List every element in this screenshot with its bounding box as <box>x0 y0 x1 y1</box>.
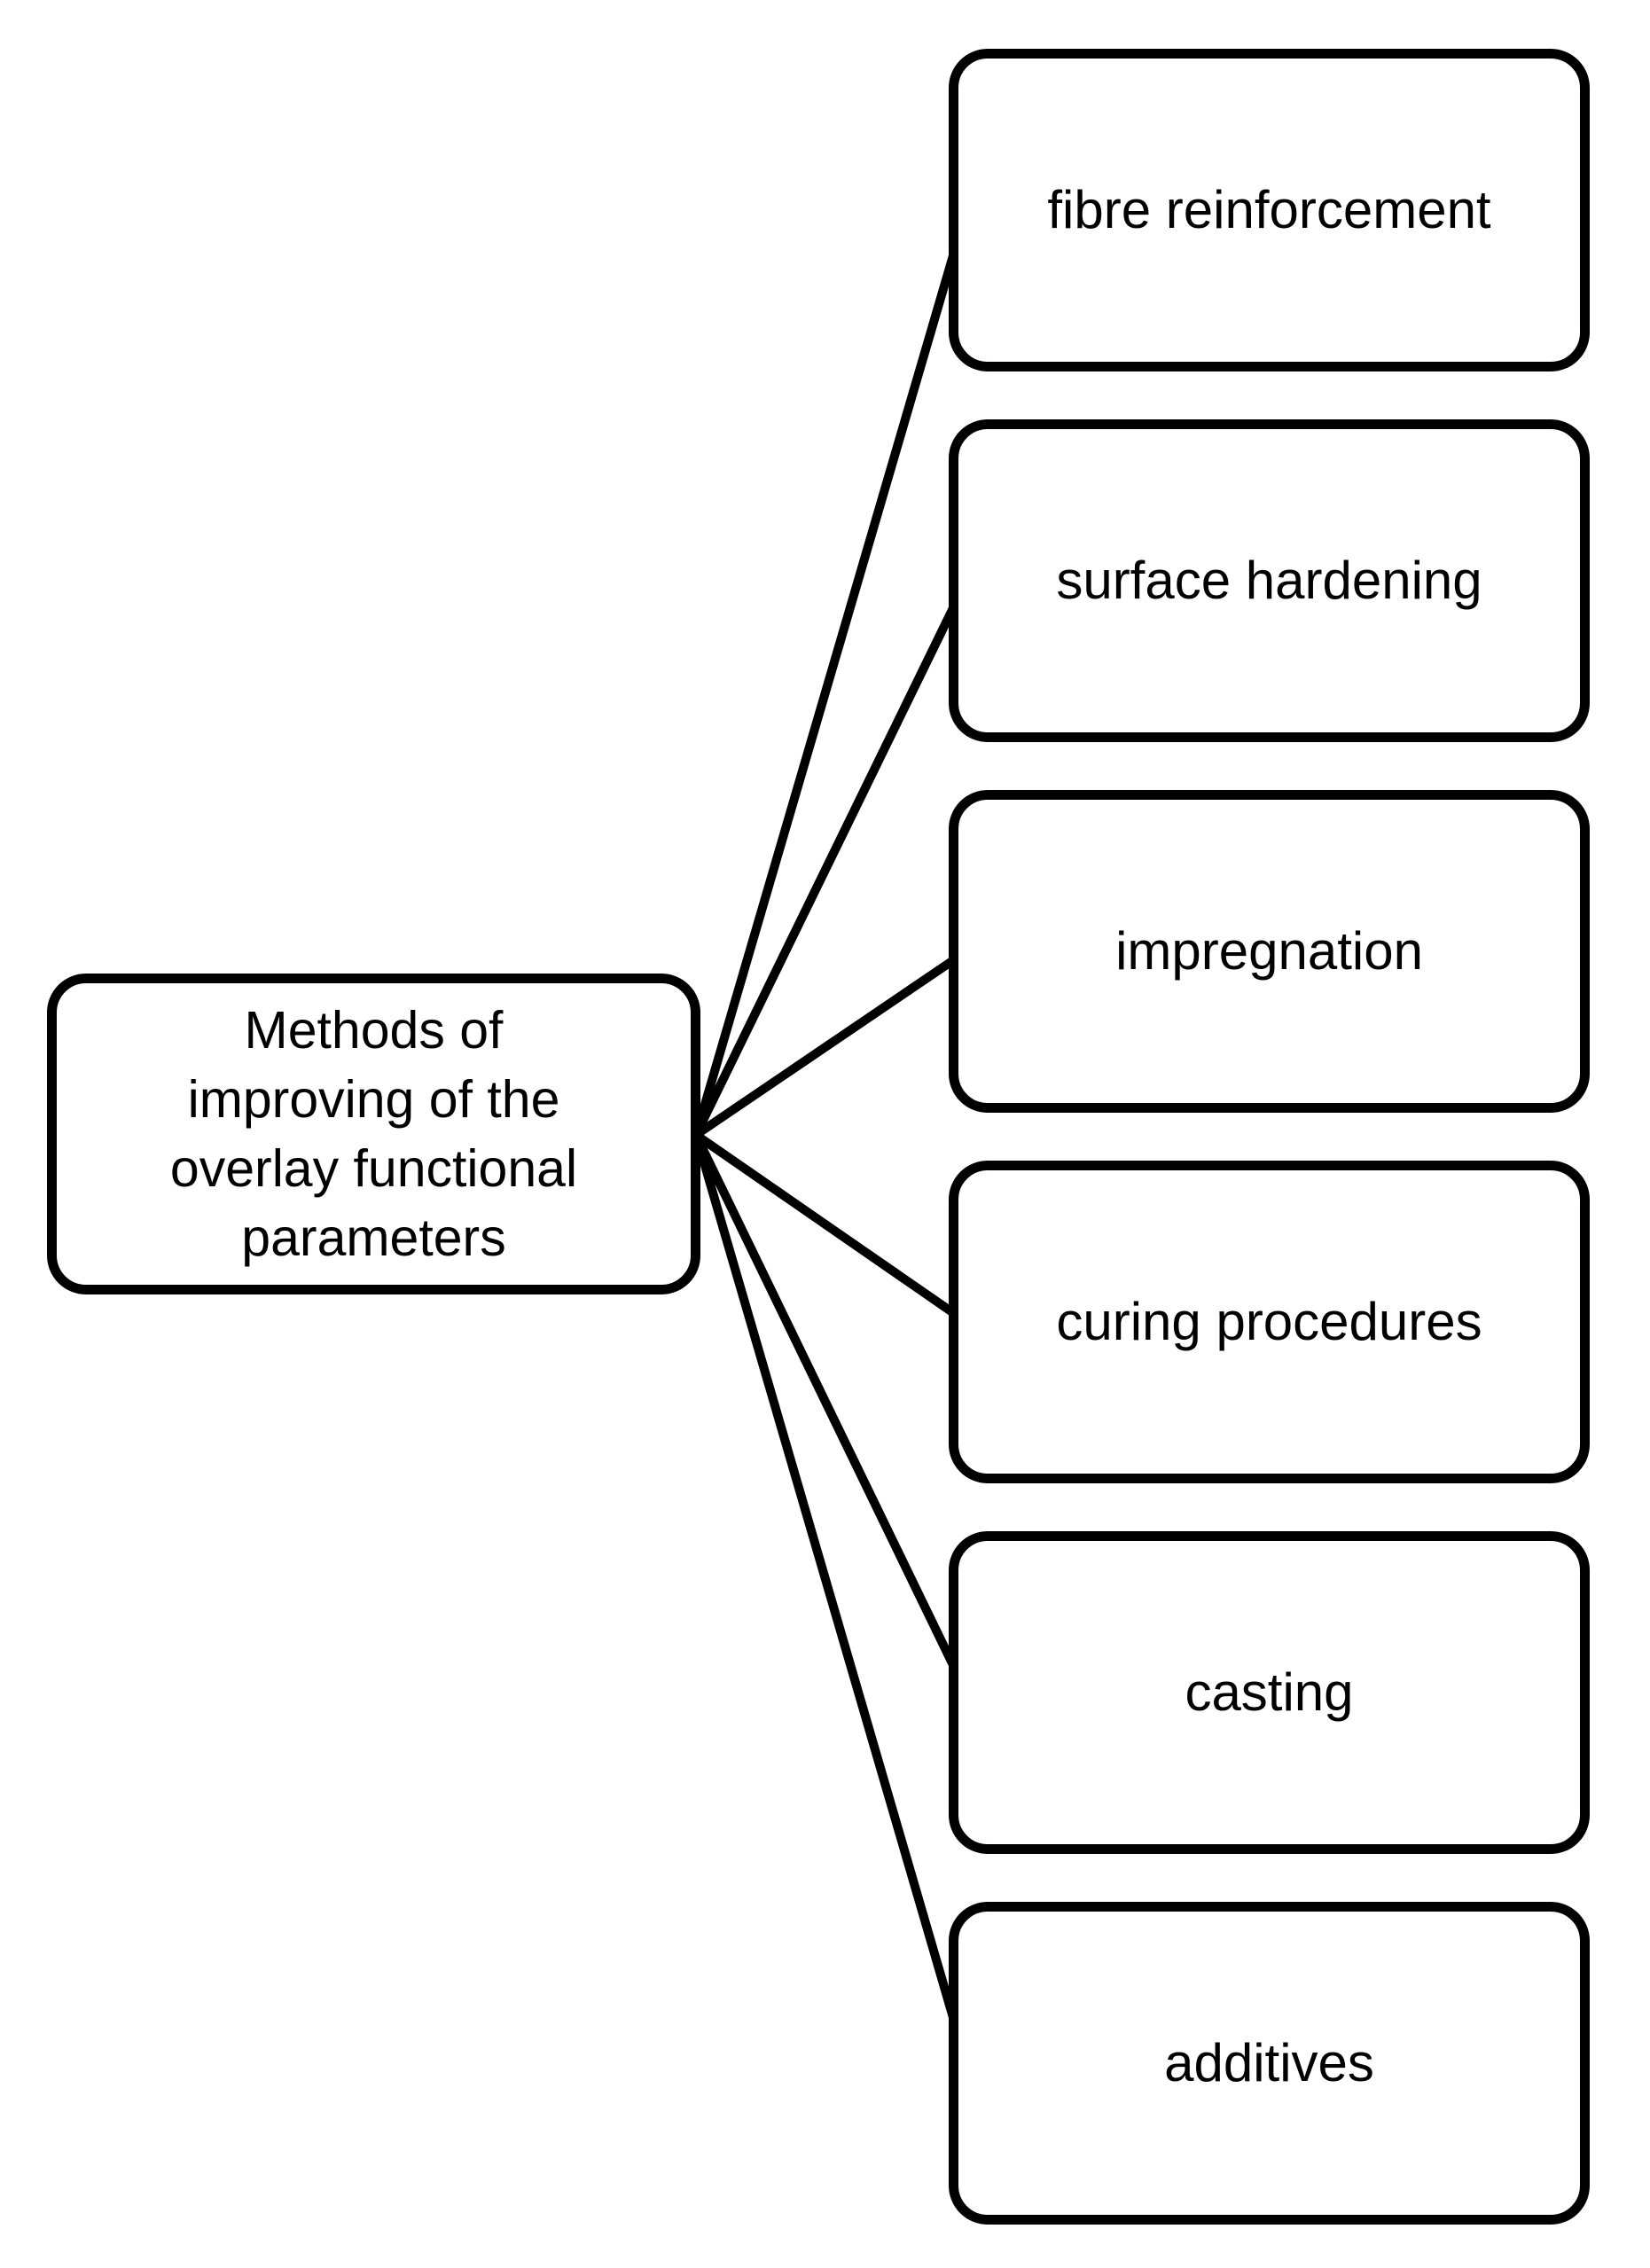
connector-line-additives <box>692 1133 971 2065</box>
child-node-fibre-reinforcement: fibre reinforcement <box>949 49 1590 371</box>
connector-line-casting <box>692 1132 971 1695</box>
child-node-surface-hardening: surface hardening <box>949 419 1590 742</box>
child-node-label: casting <box>1185 1662 1354 1722</box>
root-node-label: Methods of improving of the overlay func… <box>170 996 577 1272</box>
root-label-line-3: overlay functional <box>169 1139 578 1198</box>
root-label-line-1: Methods of <box>244 1001 504 1060</box>
child-node-label: curing procedures <box>1056 1292 1482 1351</box>
child-node-label: surface hardening <box>1056 551 1482 610</box>
child-node-label: additives <box>1164 2033 1374 2092</box>
connector-line-surface-hardening <box>692 578 971 1138</box>
connector-line-fibre-reinforcement <box>692 208 971 1137</box>
root-label-line-4: parameters <box>241 1208 506 1267</box>
child-node-curing-procedures: curing procedures <box>949 1161 1590 1483</box>
child-node-casting: casting <box>949 1531 1590 1854</box>
child-node-label: fibre reinforcement <box>1047 180 1491 239</box>
root-node: Methods of improving of the overlay func… <box>47 974 700 1294</box>
root-label-line-2: improving of the <box>187 1070 560 1129</box>
connector-line-curing-procedures <box>693 1130 969 1326</box>
child-node-additives: additives <box>949 1902 1590 2225</box>
connector-line-impregnation <box>693 947 969 1139</box>
child-node-impregnation: impregnation <box>949 790 1590 1113</box>
child-node-label: impregnation <box>1115 921 1423 981</box>
